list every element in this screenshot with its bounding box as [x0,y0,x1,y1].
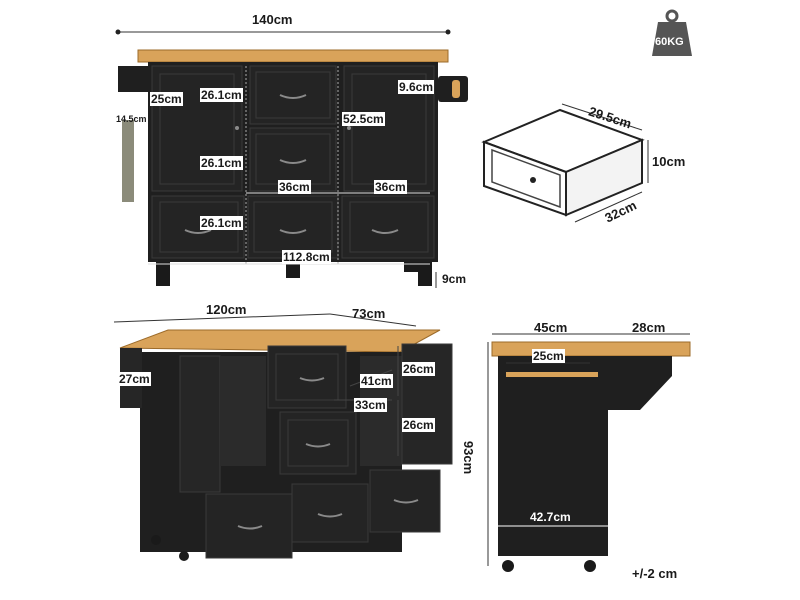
perspective-length: 120cm [206,302,247,317]
perspective-drawing [113,313,453,561]
towel-rack [118,66,148,92]
front-total-width: 140cm [252,12,293,27]
center-drawer-1 [249,65,337,125]
drawer-height-3: 26.1cm [200,216,243,230]
left-door [151,65,243,192]
side-total-height: 93cm [461,440,477,475]
shelf-width: 41cm [360,374,393,388]
left-cabinet-height: 25cm [150,92,183,106]
side-hook-height: 9.6cm [398,80,435,94]
towel-rack-depth: 14.5cm [116,114,147,124]
drawer-height-2: 26.1cm [200,156,243,170]
caster-height: 9cm [442,272,467,286]
shelf-height-top: 26cm [402,362,435,376]
side-view-drawing [487,333,691,572]
front-countertop [137,49,449,63]
drawer-height-1: 26.1cm [200,88,243,102]
bottom-drawer-right [341,195,435,259]
rail-width: 25cm [532,349,565,363]
drawer-detail-drawing [481,103,649,223]
right-cabinet-height: 52.5cm [342,112,385,126]
inner-width: 112.8cm [282,250,331,264]
drawer-width-right: 36cm [374,180,407,194]
rack-height: 27cm [118,372,151,386]
perspective-depth: 73cm [352,306,386,321]
shelf-depth: 33cm [354,398,387,412]
drawer-width-left: 36cm [278,180,311,194]
bottom-drawer-center [247,195,339,259]
weight-text: 60KG [655,36,684,48]
weight-icon: 60KG [650,8,694,58]
side-cabinet-depth: 45cm [534,320,568,335]
shelf-height-bottom: 26cm [402,418,435,432]
side-overhang: 28cm [632,320,666,335]
tolerance-note: +/-2 cm [632,566,678,581]
drawer-detail-height: 10cm [652,154,686,169]
side-bottom-depth: 42.7cm [530,510,571,524]
